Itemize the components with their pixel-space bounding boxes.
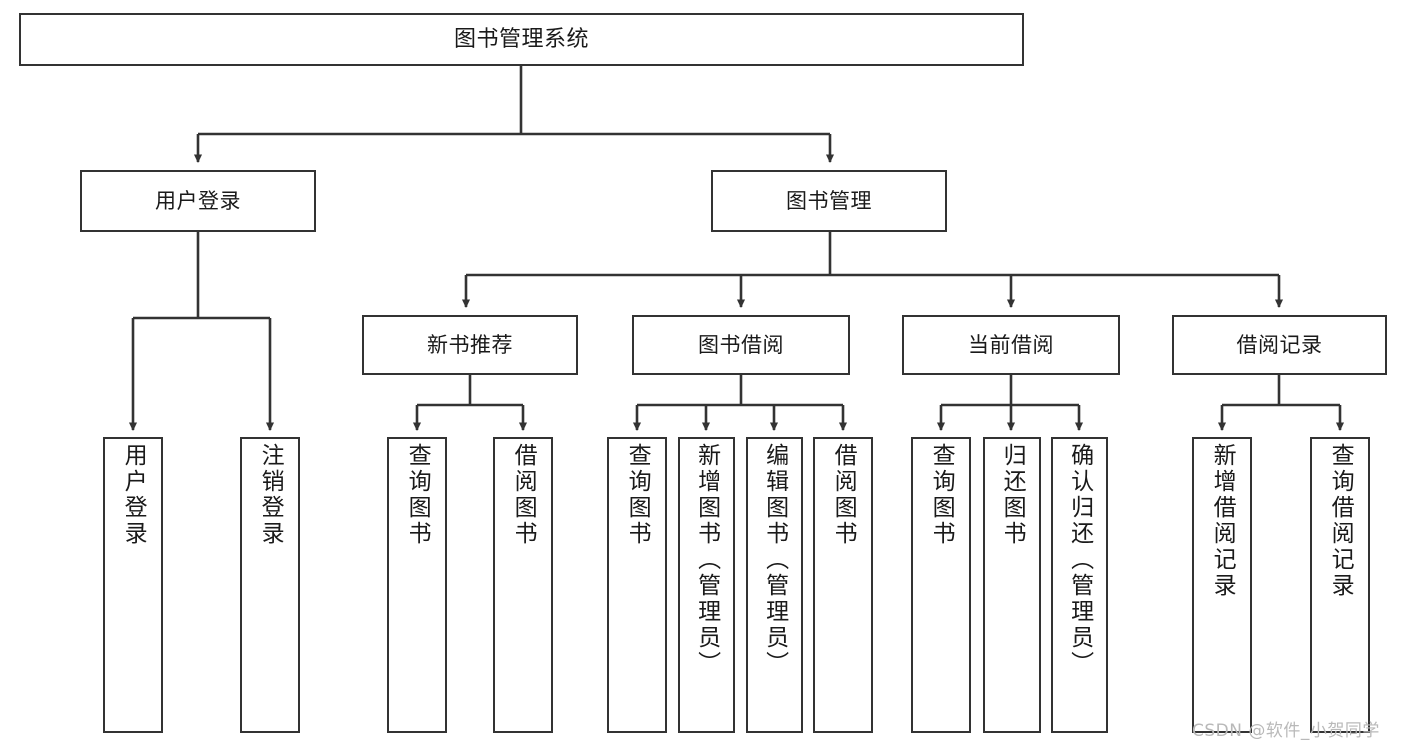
node-leaf-return-book-label: 归还图书 bbox=[999, 443, 1026, 547]
node-borrow-record-label: 借阅记录 bbox=[1236, 332, 1323, 357]
node-root[interactable]: 图书管理系统 bbox=[19, 13, 1024, 66]
node-leaf-add-record-label: 新增借阅记录 bbox=[1209, 443, 1236, 599]
node-leaf-borrow-book-2[interactable]: 借阅图书 bbox=[813, 437, 873, 733]
node-leaf-query-book-3-label: 查询图书 bbox=[928, 443, 955, 547]
csdn-watermark: CSDN @软件_小贺同学 bbox=[1192, 716, 1380, 741]
node-book-borrow-label: 图书借阅 bbox=[698, 332, 784, 357]
node-leaf-borrow-book-2-label: 借阅图书 bbox=[830, 443, 857, 547]
node-leaf-add-book[interactable]: 新增图书（管理员） bbox=[678, 437, 735, 733]
node-leaf-user-login[interactable]: 用户登录 bbox=[103, 437, 163, 733]
node-new-book-recommend-label: 新书推荐 bbox=[427, 332, 513, 357]
node-leaf-borrow-book-1[interactable]: 借阅图书 bbox=[493, 437, 553, 733]
node-leaf-query-book-3[interactable]: 查询图书 bbox=[911, 437, 971, 733]
node-user-login[interactable]: 用户登录 bbox=[80, 170, 316, 232]
node-new-book-recommend[interactable]: 新书推荐 bbox=[362, 315, 578, 375]
node-leaf-user-login-label: 用户登录 bbox=[120, 443, 147, 547]
node-leaf-logout[interactable]: 注销登录 bbox=[240, 437, 300, 733]
node-leaf-add-book-label: 新增图书（管理员） bbox=[693, 443, 720, 677]
node-leaf-query-book-1-label: 查询图书 bbox=[404, 443, 431, 547]
node-borrow-record[interactable]: 借阅记录 bbox=[1172, 315, 1387, 375]
node-leaf-query-record[interactable]: 查询借阅记录 bbox=[1310, 437, 1370, 733]
node-root-label: 图书管理系统 bbox=[453, 26, 589, 52]
node-leaf-query-book-1[interactable]: 查询图书 bbox=[387, 437, 447, 733]
node-leaf-query-record-label: 查询借阅记录 bbox=[1327, 443, 1354, 599]
node-leaf-return-book[interactable]: 归还图书 bbox=[983, 437, 1041, 733]
node-user-login-label: 用户登录 bbox=[155, 188, 241, 213]
node-leaf-edit-book-label: 编辑图书（管理员） bbox=[761, 443, 788, 677]
node-current-borrow[interactable]: 当前借阅 bbox=[902, 315, 1120, 375]
node-current-borrow-label: 当前借阅 bbox=[968, 332, 1054, 357]
node-leaf-query-book-2[interactable]: 查询图书 bbox=[607, 437, 667, 733]
csdn-watermark-text: CSDN @软件_小贺同学 bbox=[1192, 721, 1380, 741]
node-leaf-add-record[interactable]: 新增借阅记录 bbox=[1192, 437, 1252, 733]
node-leaf-confirm-return-label: 确认归还（管理员） bbox=[1066, 443, 1093, 677]
node-book-manage-label: 图书管理 bbox=[786, 188, 872, 213]
node-leaf-edit-book[interactable]: 编辑图书（管理员） bbox=[746, 437, 803, 733]
node-leaf-confirm-return[interactable]: 确认归还（管理员） bbox=[1051, 437, 1108, 733]
node-book-manage[interactable]: 图书管理 bbox=[711, 170, 947, 232]
node-book-borrow[interactable]: 图书借阅 bbox=[632, 315, 850, 375]
node-leaf-query-book-2-label: 查询图书 bbox=[624, 443, 651, 547]
node-leaf-borrow-book-1-label: 借阅图书 bbox=[510, 443, 537, 547]
node-leaf-logout-label: 注销登录 bbox=[257, 443, 284, 547]
